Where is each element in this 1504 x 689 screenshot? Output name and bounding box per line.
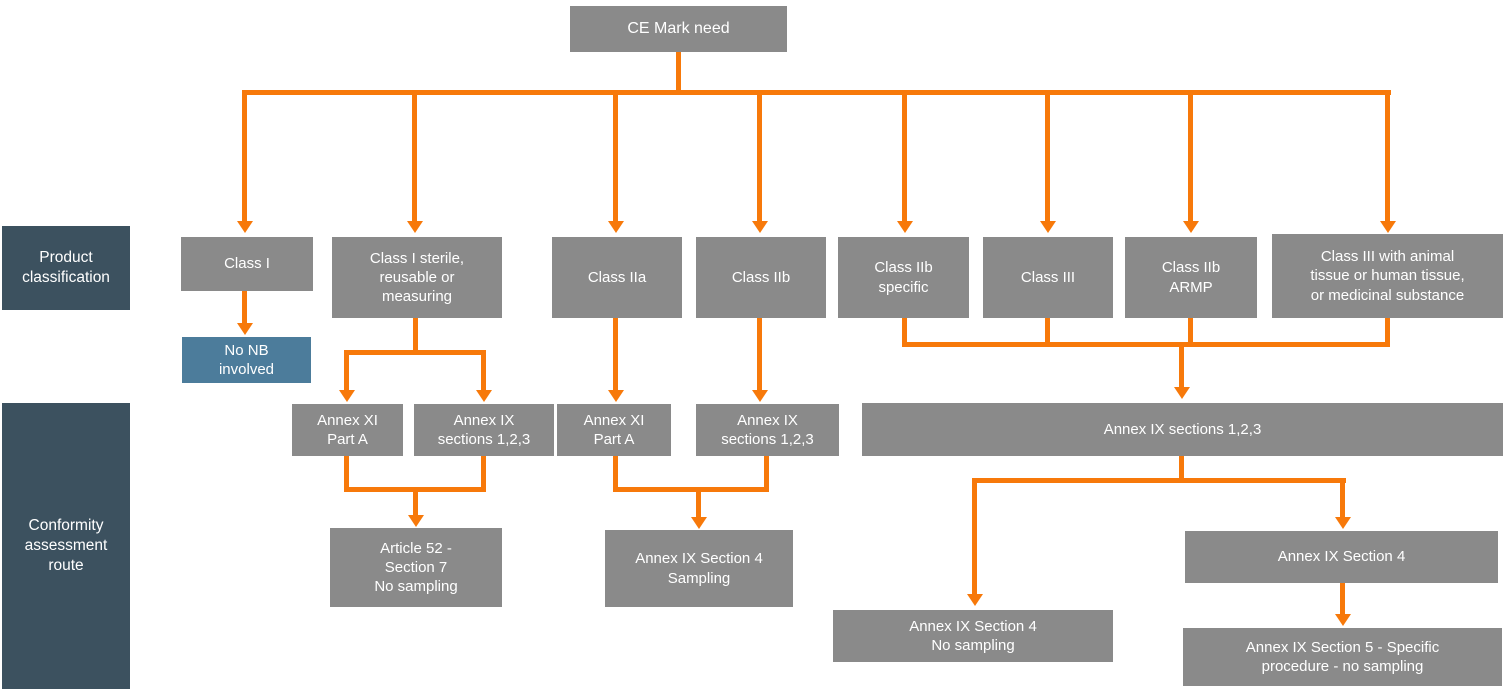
node-annex-xi-part-a-left: Annex XI Part A bbox=[292, 404, 403, 456]
arrowhead-sampling bbox=[691, 517, 707, 529]
node-class-iib-armp: Class IIb ARMP bbox=[1125, 237, 1257, 318]
connector-to-sampling bbox=[696, 487, 701, 517]
connector-drop-class-iii bbox=[1045, 90, 1050, 221]
arrowhead-annex-ix123-mid bbox=[752, 390, 768, 402]
connector-drop-class-i-sterile bbox=[412, 90, 417, 221]
connector-drop-class-iib bbox=[757, 90, 762, 221]
arrowhead-class-iii-tissue bbox=[1380, 221, 1396, 233]
node-article-52-section-7: Article 52 - Section 7 No sampling bbox=[330, 528, 502, 607]
connector-wide-box-stub bbox=[1179, 456, 1184, 483]
node-annex-xi-part-a-mid: Annex XI Part A bbox=[557, 404, 671, 456]
connector-annex-ix123-mid-down bbox=[764, 456, 769, 492]
arrowhead-s5 bbox=[1335, 614, 1351, 626]
arrowhead-class-i-sterile bbox=[407, 221, 423, 233]
arrowhead-annex-xi-mid bbox=[608, 390, 624, 402]
connector-iia-to-annex-xi-mid bbox=[613, 318, 618, 390]
connector-to-s4-no-sampling bbox=[972, 478, 977, 594]
connector-drop-class-iib-specific bbox=[902, 90, 907, 221]
node-class-iib-specific: Class IIb specific bbox=[838, 237, 969, 318]
node-class-iib: Class IIb bbox=[696, 237, 826, 318]
arrowhead-class-iib bbox=[752, 221, 768, 233]
arrowhead-class-iii bbox=[1040, 221, 1056, 233]
arrowhead-s4-no-sampling bbox=[967, 594, 983, 606]
node-annex-ix-sections-123-left: Annex IX sections 1,2,3 bbox=[414, 404, 554, 456]
connector-class-i-to-no-nb bbox=[242, 291, 247, 323]
node-annex-ix-section-4-sampling: Annex IX Section 4 Sampling bbox=[605, 530, 793, 607]
node-annex-ix-sections-123-mid: Annex IX sections 1,2,3 bbox=[696, 404, 839, 456]
connector-to-annex-ix123-wide bbox=[1179, 342, 1184, 387]
connector-iii-stub bbox=[1045, 318, 1050, 347]
arrowhead-class-i bbox=[237, 221, 253, 233]
connector-sterile-stub bbox=[413, 318, 418, 352]
connector-annex-xi-left-down bbox=[344, 456, 349, 492]
connector-drop-class-iib-armp bbox=[1188, 90, 1193, 221]
node-annex-ix-section-4: Annex IX Section 4 bbox=[1185, 531, 1498, 583]
row-label-conformity-assessment-route: Conformity assessment route bbox=[2, 403, 130, 689]
connector-to-s4 bbox=[1340, 478, 1345, 517]
connector-to-article52 bbox=[413, 487, 418, 515]
connector-iii-tissue-stub bbox=[1385, 318, 1390, 347]
connector-drop-class-i bbox=[242, 90, 247, 221]
connector-to-annex-xi-left bbox=[344, 350, 349, 390]
connector-top-rail bbox=[242, 90, 1391, 95]
node-class-iia: Class IIa bbox=[552, 237, 682, 318]
connector-iib-specific-stub bbox=[902, 318, 907, 347]
connector-annex-xi-mid-down bbox=[613, 456, 618, 492]
row-label-product-classification: Product classification bbox=[2, 226, 130, 310]
arrowhead-class-iib-armp bbox=[1183, 221, 1199, 233]
node-class-iii: Class III bbox=[983, 237, 1113, 318]
node-no-nb-involved: No NB involved bbox=[182, 337, 311, 383]
connector-iib-armp-stub bbox=[1188, 318, 1193, 347]
node-ce-mark-need: CE Mark need bbox=[570, 6, 787, 52]
arrowhead-article52 bbox=[408, 515, 424, 527]
node-annex-ix-section-5: Annex IX Section 5 - Specific procedure … bbox=[1183, 628, 1502, 686]
connector-root-trunk bbox=[676, 52, 681, 92]
connector-to-annex-ix123-left bbox=[481, 350, 486, 390]
connector-sampling-merge-rail bbox=[613, 487, 769, 492]
arrowhead-annex-ix123-left bbox=[476, 390, 492, 402]
node-annex-ix-section-4-no-sampling: Annex IX Section 4 No sampling bbox=[833, 610, 1113, 662]
connector-drop-class-iia bbox=[613, 90, 618, 221]
connector-wide-split-rail bbox=[972, 478, 1346, 483]
arrowhead-s4 bbox=[1335, 517, 1351, 529]
arrowhead-annex-ix123-wide bbox=[1174, 387, 1190, 399]
arrowhead-no-nb bbox=[237, 323, 253, 335]
node-class-i: Class I bbox=[181, 237, 313, 291]
connector-drop-class-iii-tissue bbox=[1385, 90, 1390, 221]
connector-annex-ix123-left-down bbox=[481, 456, 486, 492]
arrowhead-class-iia bbox=[608, 221, 624, 233]
connector-right-merge-rail bbox=[902, 342, 1390, 347]
connector-s4-to-s5 bbox=[1340, 583, 1345, 614]
arrowhead-class-iib-specific bbox=[897, 221, 913, 233]
arrowhead-annex-xi-left bbox=[339, 390, 355, 402]
connector-sterile-split-rail bbox=[344, 350, 486, 355]
node-class-iii-tissue: Class III with animal tissue or human ti… bbox=[1272, 234, 1503, 318]
node-class-i-sterile: Class I sterile, reusable or measuring bbox=[332, 237, 502, 318]
connector-iib-to-annex-ix123-mid bbox=[757, 318, 762, 390]
node-annex-ix-sections-123-wide: Annex IX sections 1,2,3 bbox=[862, 403, 1503, 456]
